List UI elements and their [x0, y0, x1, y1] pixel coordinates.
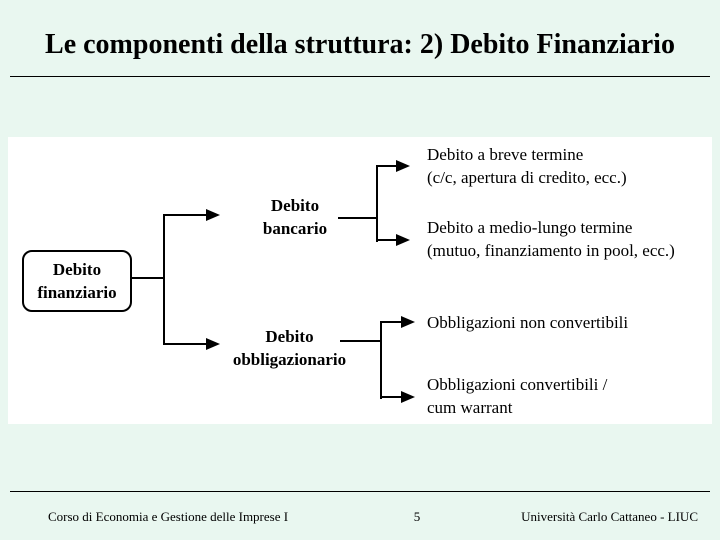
footer-course-name: Corso di Economia e Gestione delle Impre… [48, 509, 289, 524]
leaf-line1: Debito a medio-lungo termine [427, 218, 633, 237]
connector-to-convertibili [380, 396, 401, 398]
node-debito-finanziario: Debito finanziario [22, 250, 132, 312]
connector-obbligazionario-horizontal [340, 340, 382, 342]
connector-to-obbligazionario [163, 343, 207, 345]
connector-to-medio-lungo [376, 239, 397, 241]
arrow-right-icon [206, 338, 220, 350]
leaf-line1: Obbligazioni non convertibili [427, 313, 629, 332]
connector-to-breve-termine [376, 165, 397, 167]
arrow-right-icon [206, 209, 220, 221]
page-title: Le componenti della struttura: 2) Debito… [45, 29, 675, 60]
leaf-debito-medio-lungo: Debito a medio-lungo termine (mutuo, fin… [427, 216, 675, 262]
leaf-obbligazioni-convertibili: Obbligazioni convertibili / cum warrant [427, 373, 607, 419]
connector-to-non-convertibili [380, 321, 401, 323]
leaf-debito-breve-termine: Debito a breve termine (c/c, apertura di… [427, 143, 627, 189]
title-divider [10, 76, 710, 77]
footer-institution: Università Carlo Cattaneo - LIUC [521, 509, 698, 524]
leaf-line2: cum warrant [427, 398, 513, 417]
connector-bancario-vertical [376, 165, 378, 242]
arrow-right-icon [396, 160, 410, 172]
connector-bancario-horizontal [338, 217, 378, 219]
arrow-right-icon [396, 234, 410, 246]
footer-page-number: 5 [413, 509, 421, 524]
arrow-right-icon [401, 391, 415, 403]
node-debito-bancario: Debito bancario [262, 196, 328, 238]
connector-root-horizontal [130, 277, 164, 279]
leaf-line2: (mutuo, finanziamento in pool, ecc.) [427, 241, 675, 260]
arrow-right-icon [401, 316, 415, 328]
leaf-line1: Debito a breve termine [427, 145, 584, 164]
node-debito-obbligazionario: Debito obbligazionario [232, 327, 347, 369]
connector-obbligazionario-vertical [380, 321, 382, 399]
connector-to-bancario [163, 214, 207, 216]
leaf-line1: Obbligazioni convertibili / [427, 375, 608, 394]
leaf-obbligazioni-non-convertibili: Obbligazioni non convertibili [427, 311, 628, 334]
connector-root-vertical [163, 214, 165, 345]
leaf-line2: (c/c, apertura di credito, ecc.) [427, 168, 627, 187]
footer-divider [10, 491, 710, 492]
